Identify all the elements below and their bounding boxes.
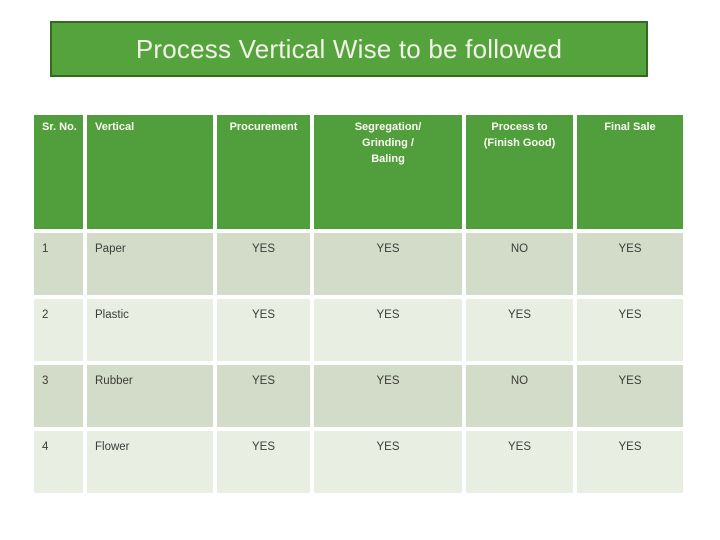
cell-sr-no: 1 (34, 233, 83, 295)
column-header-vertical: Vertical (87, 115, 213, 229)
cell-segregation: YES (314, 431, 462, 493)
cell-final-sale: YES (577, 233, 683, 295)
cell-procurement: YES (217, 233, 310, 295)
cell-vertical: Paper (87, 233, 213, 295)
title-bar: Process Vertical Wise to be followed (50, 21, 648, 77)
cell-vertical: Rubber (87, 365, 213, 427)
cell-procurement: YES (217, 431, 310, 493)
column-header-final-sale: Final Sale (577, 115, 683, 229)
cell-vertical: Flower (87, 431, 213, 493)
cell-sr-no: 2 (34, 299, 83, 361)
cell-process: YES (466, 431, 573, 493)
cell-procurement: YES (217, 365, 310, 427)
column-header-segregation: Segregation/ Grinding / Baling (314, 115, 462, 229)
page-title: Process Vertical Wise to be followed (135, 33, 563, 64)
column-header-procurement: Procurement (217, 115, 310, 229)
cell-segregation: YES (314, 365, 462, 427)
cell-process: NO (466, 365, 573, 427)
cell-process: YES (466, 299, 573, 361)
cell-sr-no: 3 (34, 365, 83, 427)
cell-final-sale: YES (577, 365, 683, 427)
cell-sr-no: 4 (34, 431, 83, 493)
column-header-sr-no: Sr. No. (34, 115, 83, 229)
cell-segregation: YES (314, 299, 462, 361)
cell-segregation: YES (314, 233, 462, 295)
column-header-process: Process to (Finish Good) (466, 115, 573, 229)
cell-final-sale: YES (577, 431, 683, 493)
cell-procurement: YES (217, 299, 310, 361)
cell-final-sale: YES (577, 299, 683, 361)
cell-process: NO (466, 233, 573, 295)
process-table: Sr. No. Vertical Procurement Segregation… (34, 115, 683, 493)
cell-vertical: Plastic (87, 299, 213, 361)
